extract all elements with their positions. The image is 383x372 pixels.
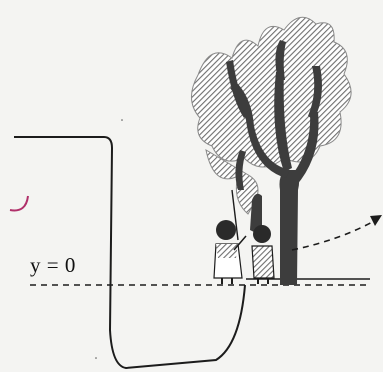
tree xyxy=(226,40,322,285)
two-figures xyxy=(213,189,275,284)
arc-mark xyxy=(9,195,29,212)
baseline-label: y = 0 xyxy=(30,253,76,277)
trajectory-arrow xyxy=(291,219,377,251)
cliff-outline xyxy=(14,136,246,370)
hatched-foliage xyxy=(191,16,352,215)
arrow-head xyxy=(370,215,382,226)
